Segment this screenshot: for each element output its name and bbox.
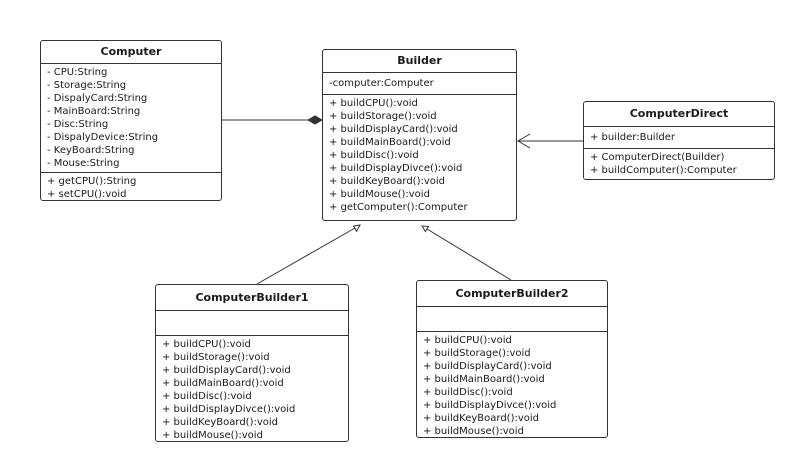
method: + buildMainBoard():void (423, 374, 545, 385)
method: + buildCPU():void (162, 339, 251, 350)
method: + buildMouse():void (329, 189, 430, 200)
attribute: - CPU:String (47, 67, 108, 78)
method: + buildDisc():void (329, 150, 419, 161)
class-computer-builder2-title: ComputerBuilder2 (417, 281, 607, 307)
class-computer-builder2[interactable]: ComputerBuilder2 + buildCPU():void + bui… (416, 280, 608, 438)
class-computer-builder1-title: ComputerBuilder1 (156, 285, 348, 311)
association-arrowhead (517, 133, 531, 149)
class-computer-direct-methods: + ComputerDirect(Builder) + buildCompute… (584, 149, 774, 179)
method: + buildDisplayCard():void (329, 124, 458, 135)
attribute: - MainBoard:String (47, 106, 141, 117)
method: + getCPU():String (47, 176, 137, 187)
method: + setCPU():void (47, 189, 127, 200)
class-computer-attributes: - CPU:String - Storage:String - DispalyC… (41, 64, 221, 173)
class-builder[interactable]: Builder -computer:Computer + buildCPU():… (322, 49, 517, 221)
method: + buildMouse():void (162, 430, 263, 441)
method: + buildStorage():void (423, 348, 531, 359)
attribute: - Disc:String (47, 119, 109, 130)
method: + buildStorage():void (329, 111, 437, 122)
attribute: - DispalyCard:String (47, 93, 148, 104)
class-computer-builder1-methods: + buildCPU():void + buildStorage():void … (156, 336, 348, 444)
method: + buildComputer():Computer (590, 165, 737, 176)
method: + buildDisplayDivce():void (162, 404, 296, 415)
attribute: + builder:Builder (590, 132, 675, 143)
class-computer-builder1[interactable]: ComputerBuilder1 + buildCPU():void + bui… (155, 284, 349, 442)
method: + buildStorage():void (162, 352, 270, 363)
method: + buildDisplayDivce():void (329, 163, 463, 174)
class-computer-methods: + getCPU():String + setCPU():void (41, 173, 221, 203)
method: + buildMainBoard():void (329, 137, 451, 148)
inheritance-line-2 (426, 228, 512, 281)
method: + getComputer():Computer (329, 202, 468, 213)
attribute: -computer:Computer (329, 78, 434, 89)
method: + buildCPU():void (423, 335, 512, 346)
method: + buildDisplayDivce():void (423, 400, 557, 411)
inheritance-arrowhead-2 (421, 225, 430, 233)
inheritance-arrowhead-1 (352, 224, 361, 233)
method: + buildMainBoard():void (162, 378, 284, 389)
class-computer-direct-title: ComputerDirect (584, 102, 774, 127)
method: + ComputerDirect(Builder) (590, 152, 725, 163)
class-computer-builder2-attributes (417, 307, 607, 332)
method: + buildMouse():void (423, 426, 524, 437)
method: + buildDisc():void (423, 387, 513, 398)
class-builder-title: Builder (323, 50, 516, 73)
class-computer-title: Computer (41, 41, 221, 64)
method: + buildDisc():void (162, 391, 252, 402)
inheritance-line-1 (256, 227, 356, 285)
method: + buildKeyBoard():void (423, 413, 540, 424)
attribute: - Mouse:String (47, 158, 120, 169)
method: + buildDisplayCard():void (162, 365, 291, 376)
attribute: - Storage:String (47, 80, 127, 91)
attribute: - DispalyDevice:String (47, 132, 159, 143)
method: + buildKeyBoard():void (162, 417, 279, 428)
class-computer-builder1-attributes (156, 311, 348, 336)
class-computer-direct[interactable]: ComputerDirect + builder:Builder + Compu… (583, 101, 775, 180)
attribute: - KeyBoard:String (47, 145, 135, 156)
method: + buildKeyBoard():void (329, 176, 446, 187)
class-computer-direct-attributes: + builder:Builder (584, 127, 774, 149)
method: + buildCPU():void (329, 98, 418, 109)
class-builder-methods: + buildCPU():void + buildStorage():void … (323, 95, 516, 216)
class-computer[interactable]: Computer - CPU:String - Storage:String -… (40, 40, 222, 201)
method: + buildDisplayCard():void (423, 361, 552, 372)
class-computer-builder2-methods: + buildCPU():void + buildStorage():void … (417, 332, 607, 440)
class-builder-attributes: -computer:Computer (323, 73, 516, 95)
composition-diamond (306, 115, 324, 125)
